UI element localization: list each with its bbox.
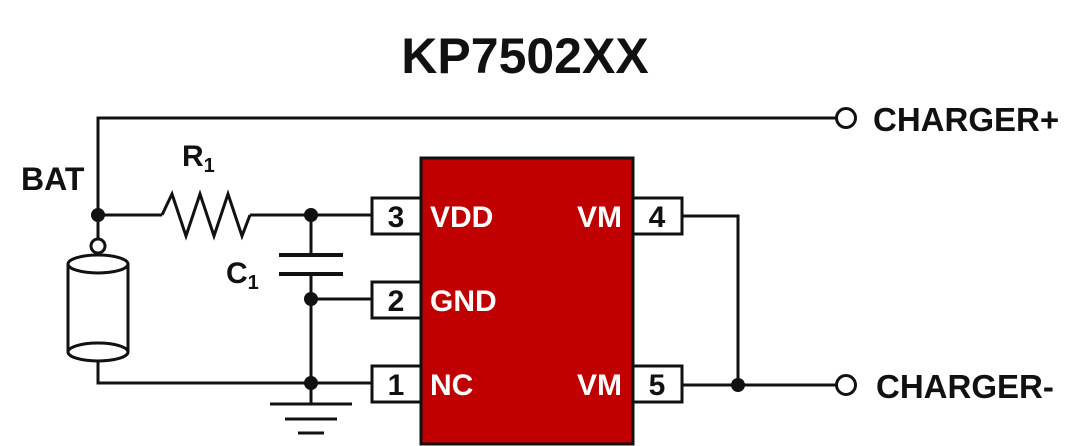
pin-2-box: [370, 280, 423, 320]
r1-label: R1: [182, 140, 215, 177]
pin-2-number: 2: [388, 285, 405, 318]
pin-2-name: GND: [430, 285, 497, 318]
nc-junction: [304, 376, 318, 390]
bat-label: BAT: [21, 161, 85, 197]
pin-1-box: [370, 364, 423, 404]
charger-plus-wire: [96, 116, 836, 215]
pin-3-name: VDD: [430, 201, 493, 234]
battery-terminal: [89, 237, 107, 255]
pin-5-name: VM: [577, 369, 622, 402]
charger-minus-label: CHARGER-: [876, 368, 1054, 405]
pin-1-number: 1: [388, 369, 405, 402]
pin-1-name: NC: [430, 369, 473, 402]
vm-junction: [731, 378, 745, 392]
pin-4-name: VM: [577, 201, 622, 234]
charger-plus-label: CHARGER+: [873, 101, 1059, 138]
vm-link-wire: [682, 214, 740, 385]
charger-plus-terminal: [835, 107, 857, 129]
pin-3-number: 3: [388, 201, 405, 234]
pin-4-number: 4: [649, 201, 666, 234]
battery-icon: [66, 253, 130, 363]
diagram-title: KP7502XX: [401, 28, 648, 84]
resistor-r1: [160, 189, 252, 241]
pin-5-number: 5: [649, 369, 666, 402]
ground-icon: [270, 402, 352, 435]
pin-3-box: [370, 196, 423, 236]
c1-label: C1: [226, 257, 259, 294]
charger-minus-terminal: [835, 374, 857, 396]
